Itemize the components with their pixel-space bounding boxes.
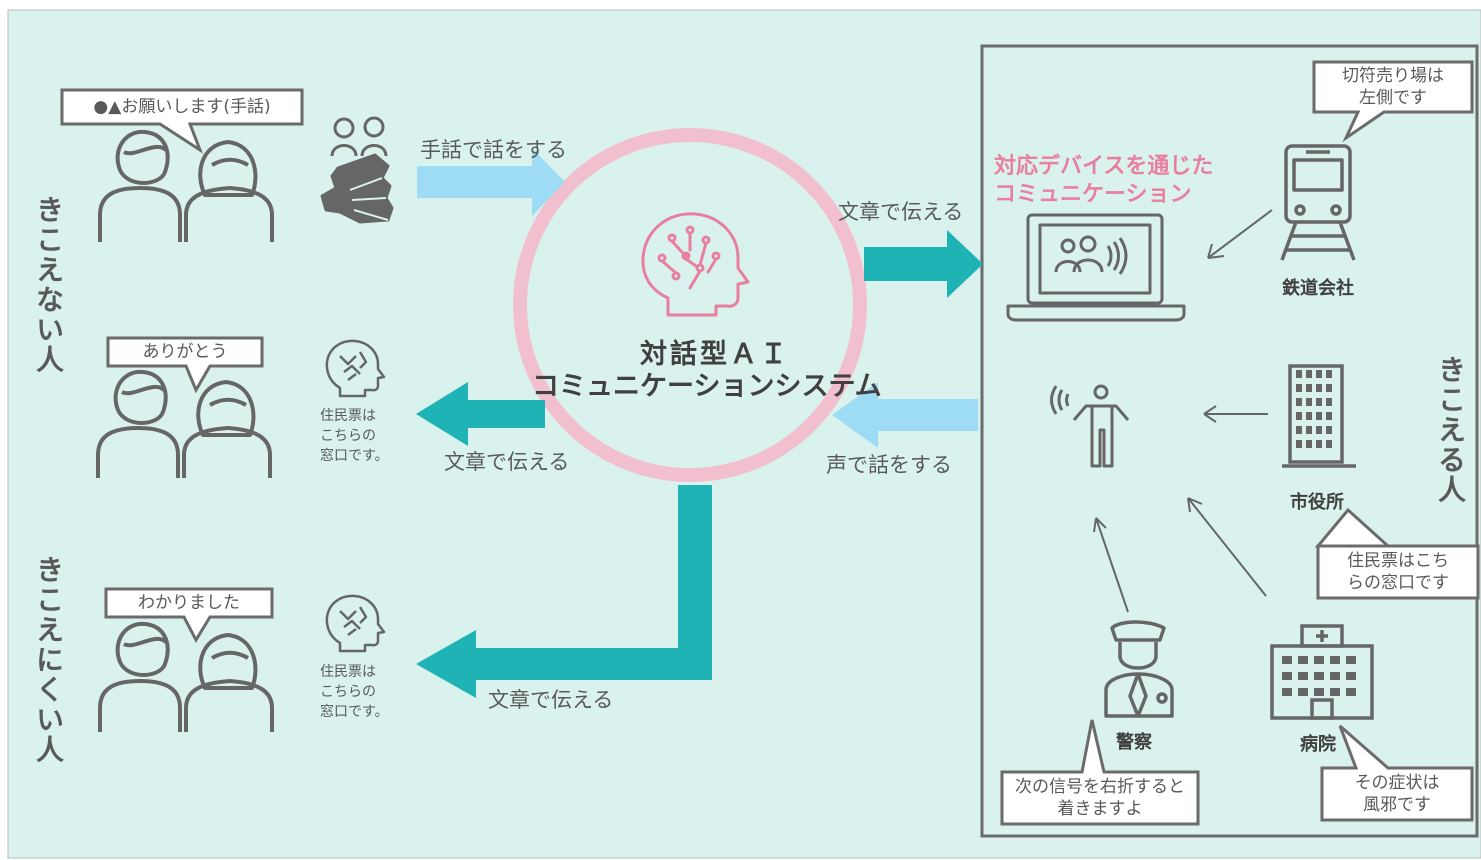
text-to-hoh-label: 文章で伝える xyxy=(488,688,614,712)
hospital-label: 病院 xyxy=(1300,734,1336,755)
ai-system-title-2: コミュニケーションシステム xyxy=(532,371,882,402)
ai-head-icon xyxy=(641,212,750,317)
bubble-railway xyxy=(1312,60,1474,143)
bubble-understood xyxy=(104,587,274,644)
deaf-pair-icon xyxy=(98,129,274,242)
ai-reply-hoh-3: 窓口です。 xyxy=(320,704,389,720)
bubble-sign-request-text: ●▲お願いします(手話) xyxy=(93,97,271,117)
bubble-thanks xyxy=(106,336,264,394)
text-to-deaf-arrow xyxy=(416,382,545,446)
bubble-understood-text: わかりました xyxy=(138,593,240,613)
police-icon xyxy=(1104,620,1174,718)
bubble-sign-request xyxy=(60,88,304,154)
train-icon xyxy=(1280,144,1356,261)
sign-to-ai-label: 手話で話をする xyxy=(420,138,567,162)
bubble-city-hall-text-1: 住民票はこち xyxy=(1347,551,1449,571)
railway-label: 鉄道会社 xyxy=(1282,278,1354,299)
device-caption-1: 対応デバイスを通じた xyxy=(994,154,1214,179)
hearing-people-box xyxy=(980,44,1479,838)
ai-reply-hoh-2: こちらの xyxy=(320,684,376,700)
text-to-deaf-label: 文章で伝える xyxy=(444,450,570,474)
bubble-thanks-text: ありがとう xyxy=(142,342,228,362)
bubble-railway-text-1: 切符売り場は xyxy=(1342,66,1444,86)
ai-head-small-icon-2 xyxy=(325,594,386,653)
voice-to-ai-label: 声で話をする xyxy=(826,453,952,477)
bubble-police-text-1: 次の信号を右折すると xyxy=(1015,777,1185,797)
ai-reply-deaf-1: 住民票は xyxy=(320,408,376,424)
voice-to-ai-arrow xyxy=(832,382,978,448)
ai-reply-deaf-3: 窓口です。 xyxy=(320,448,389,464)
city-hall-label: 市役所 xyxy=(1290,492,1344,513)
ai-reply-deaf-2: こちらの xyxy=(320,428,376,444)
sign-to-ai-arrow xyxy=(417,148,565,216)
bubble-police xyxy=(1000,719,1200,826)
person-with-sound-icon xyxy=(1050,384,1130,468)
text-to-device-label: 文章で伝える xyxy=(838,200,964,224)
deaf-pair-icon-2 xyxy=(96,369,272,478)
hearing-people-label: きこえる人 xyxy=(1434,355,1467,505)
sign-language-icon xyxy=(320,116,394,224)
ai-system-title-1: 対話型ＡＩ xyxy=(640,339,790,370)
bubble-hospital-text-2: 風邪です xyxy=(1363,795,1431,815)
bubble-city-hall xyxy=(1314,507,1480,600)
hoh-people-label: きこえにくい人 xyxy=(32,555,65,765)
ai-head-small-icon-1 xyxy=(325,339,386,398)
bubble-hospital xyxy=(1320,724,1474,822)
hospital-icon xyxy=(1270,624,1374,720)
text-to-hoh-arrow xyxy=(416,485,712,698)
text-to-device-arrow xyxy=(864,230,983,298)
deaf-people-label: きこえない人 xyxy=(32,195,65,375)
bubble-police-text-2: 着きますよ xyxy=(1057,799,1143,819)
police-label: 警察 xyxy=(1116,732,1152,753)
device-caption-2: コミュニケーション xyxy=(994,182,1192,207)
connector-arrows xyxy=(1093,209,1273,613)
ai-reply-hoh-1: 住民票は xyxy=(320,664,376,680)
city-hall-icon xyxy=(1282,364,1356,468)
hoh-pair-icon xyxy=(98,621,274,732)
laptop-icon xyxy=(1006,213,1186,322)
ai-system-ring xyxy=(513,128,867,482)
bubble-railway-text-2: 左側です xyxy=(1359,88,1427,108)
bubble-city-hall-text-2: らの窓口です xyxy=(1347,573,1449,593)
bubble-hospital-text-1: その症状は xyxy=(1354,773,1440,793)
